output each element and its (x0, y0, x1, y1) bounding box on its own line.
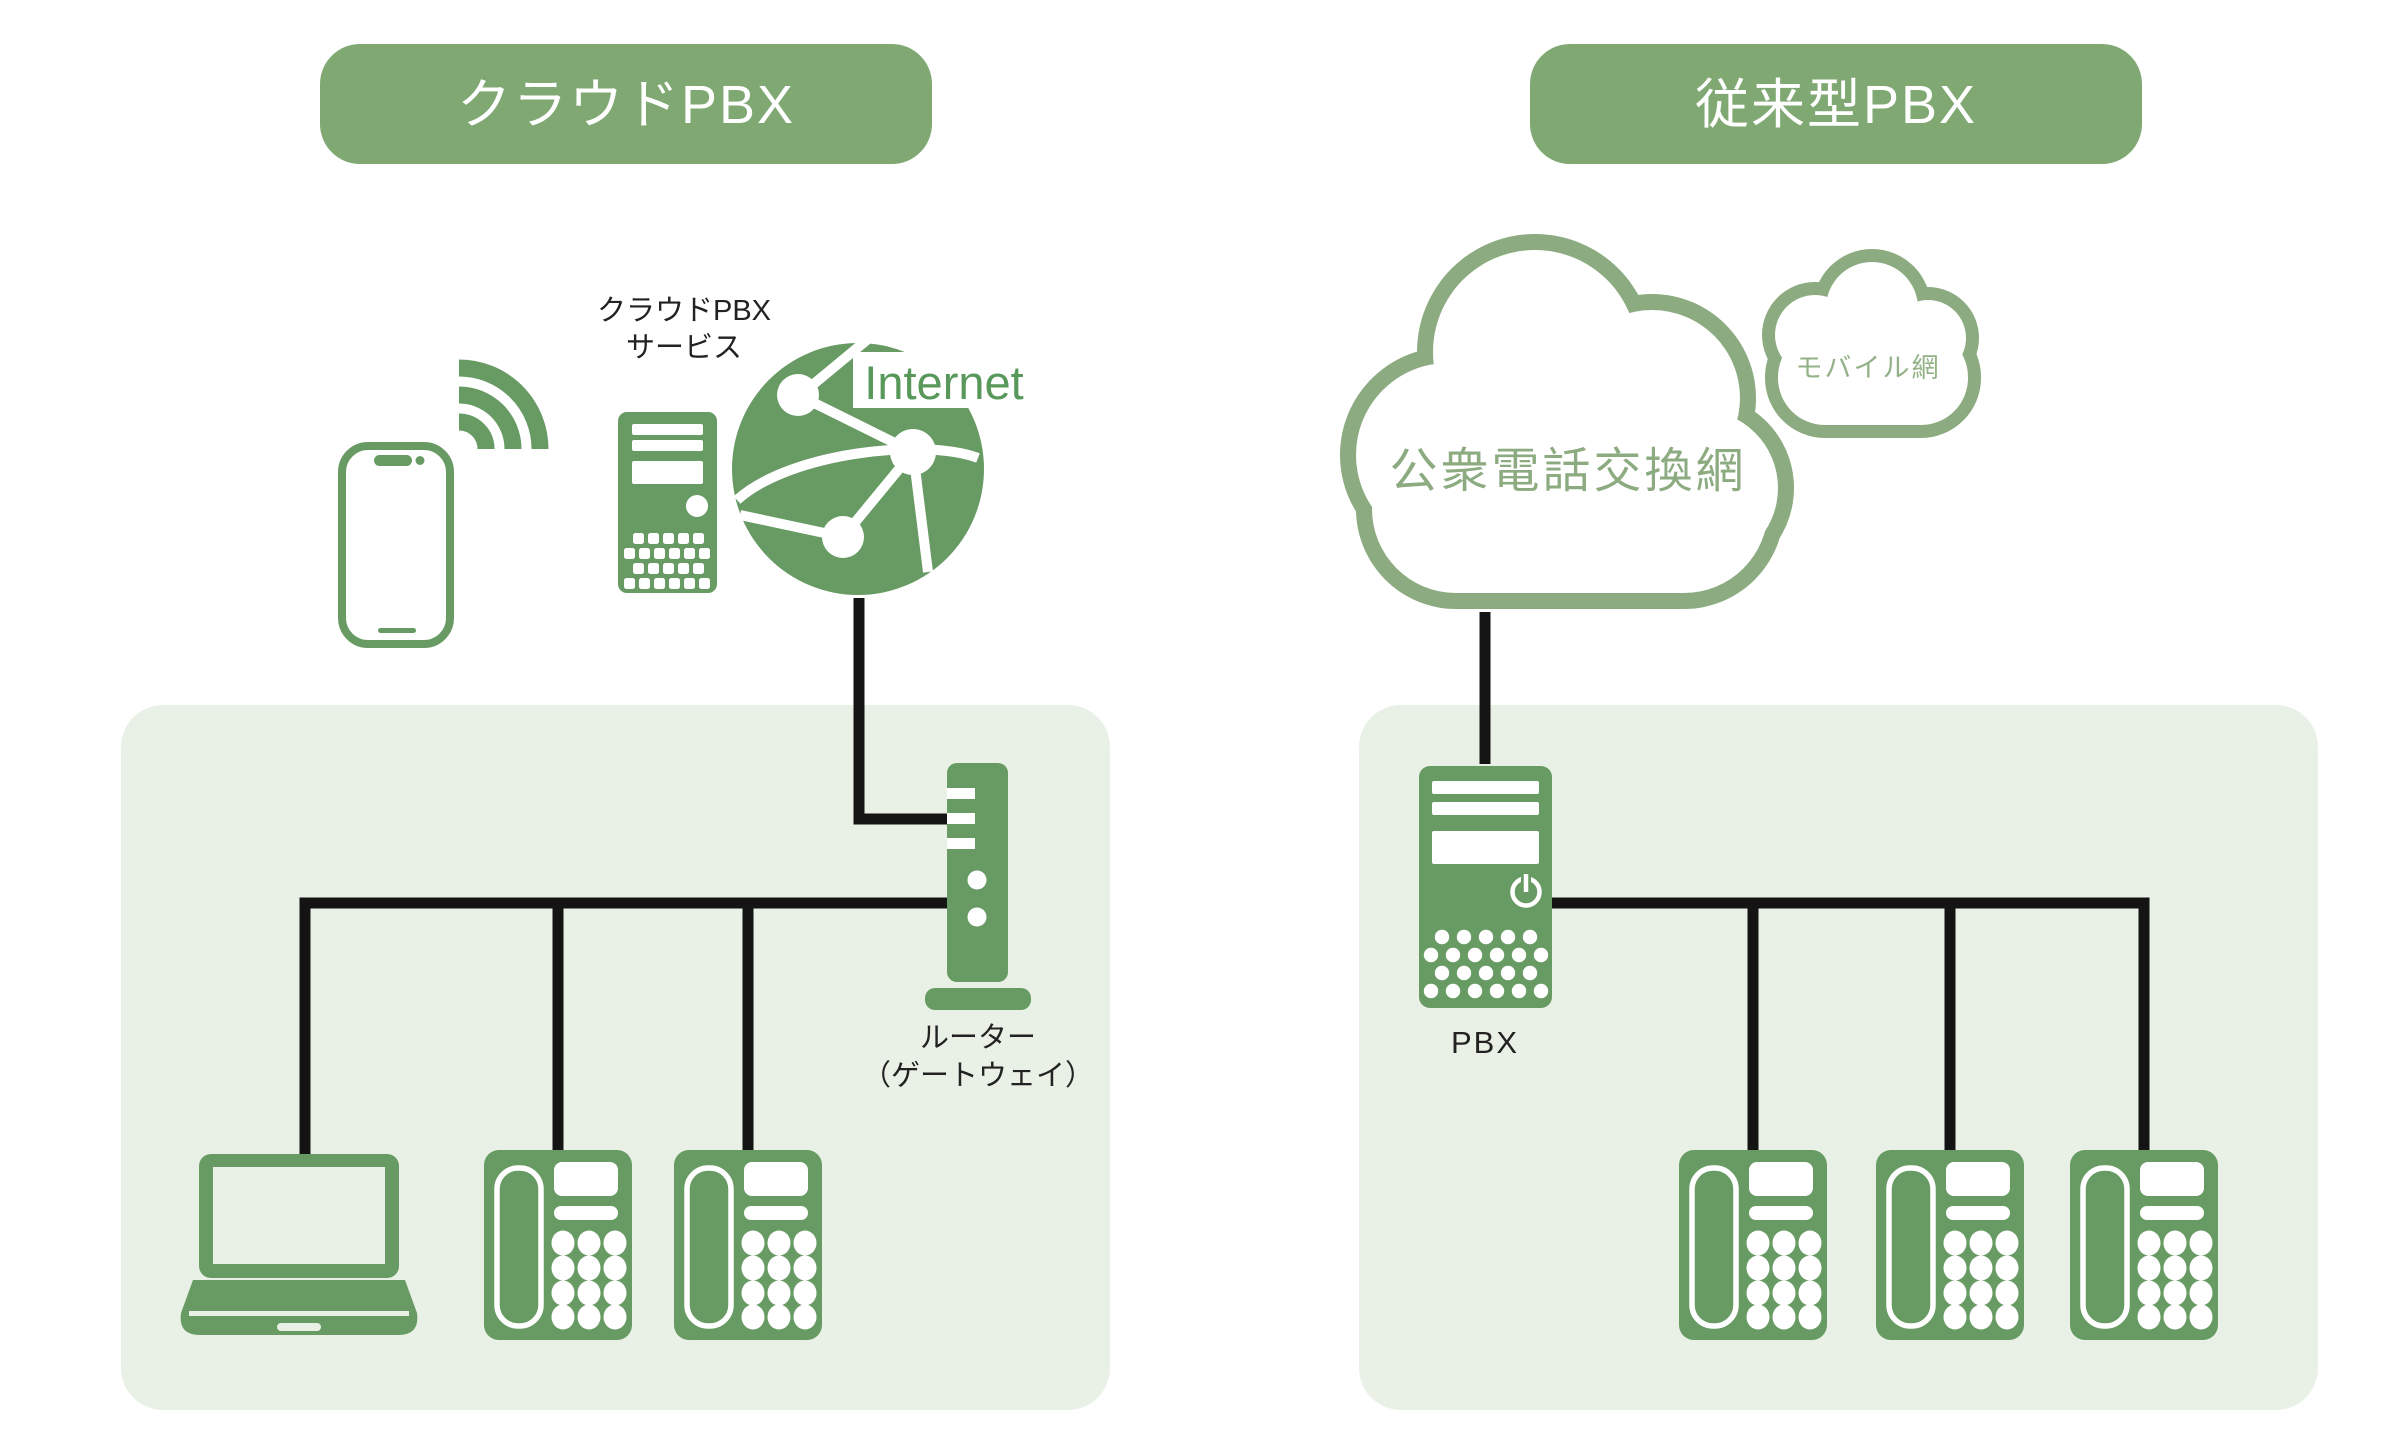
cloud-pbx-service-label-line1: クラウドPBX (597, 295, 771, 327)
pbx-label: PBX (1451, 1025, 1519, 1060)
legacy-pbx-header-pill (1530, 44, 2142, 164)
router-label-line1: ルーター (920, 1022, 1036, 1054)
legacy-pbx-header: 従来型PBX (1530, 44, 2142, 164)
internet-to-router-line (853, 598, 947, 825)
pstn-label: 公衆電話交換網 (1389, 445, 1746, 498)
cloud-pbx-header: クラウドPBX (320, 44, 932, 164)
pbx-server-icon (1419, 766, 1552, 1008)
legacy-pbx-title: 従来型PBX (1695, 75, 1977, 135)
internet-globe-icon (732, 321, 1031, 595)
smartphone-icon (338, 442, 454, 648)
wifi-icon (458, 359, 549, 450)
left-lan-line (299, 897, 947, 1160)
cloud-pbx-service-label-line2: サービス (626, 332, 742, 364)
router-label-line2: （ゲートウェイ） (862, 1060, 1094, 1092)
router-icon (925, 763, 1031, 1010)
legacy-phone-icon-3 (2070, 1150, 2218, 1340)
cloud-pbx-title: クラウドPBX (457, 75, 795, 135)
cloud-pbx-header-pill (320, 44, 932, 164)
legacy-phone-icon-1 (1679, 1150, 1827, 1340)
internet-label: Internet (864, 356, 1023, 409)
right-lan-line (1552, 897, 2150, 1155)
laptop-icon (180, 1154, 418, 1335)
ip-phone-icon-1 (484, 1150, 632, 1340)
internet-label-backdrop (853, 352, 1031, 408)
mobile-network-label: モバイル網 (1796, 353, 1941, 383)
power-icon (1510, 872, 1542, 908)
legacy-phone-icon-2 (1876, 1150, 2024, 1340)
ip-phone-icon-2 (674, 1150, 822, 1340)
cloud-pbx-server-icon (618, 412, 717, 593)
pstn-cloud-icon (1340, 234, 1794, 609)
mobile-network-cloud-icon (1762, 249, 1981, 438)
